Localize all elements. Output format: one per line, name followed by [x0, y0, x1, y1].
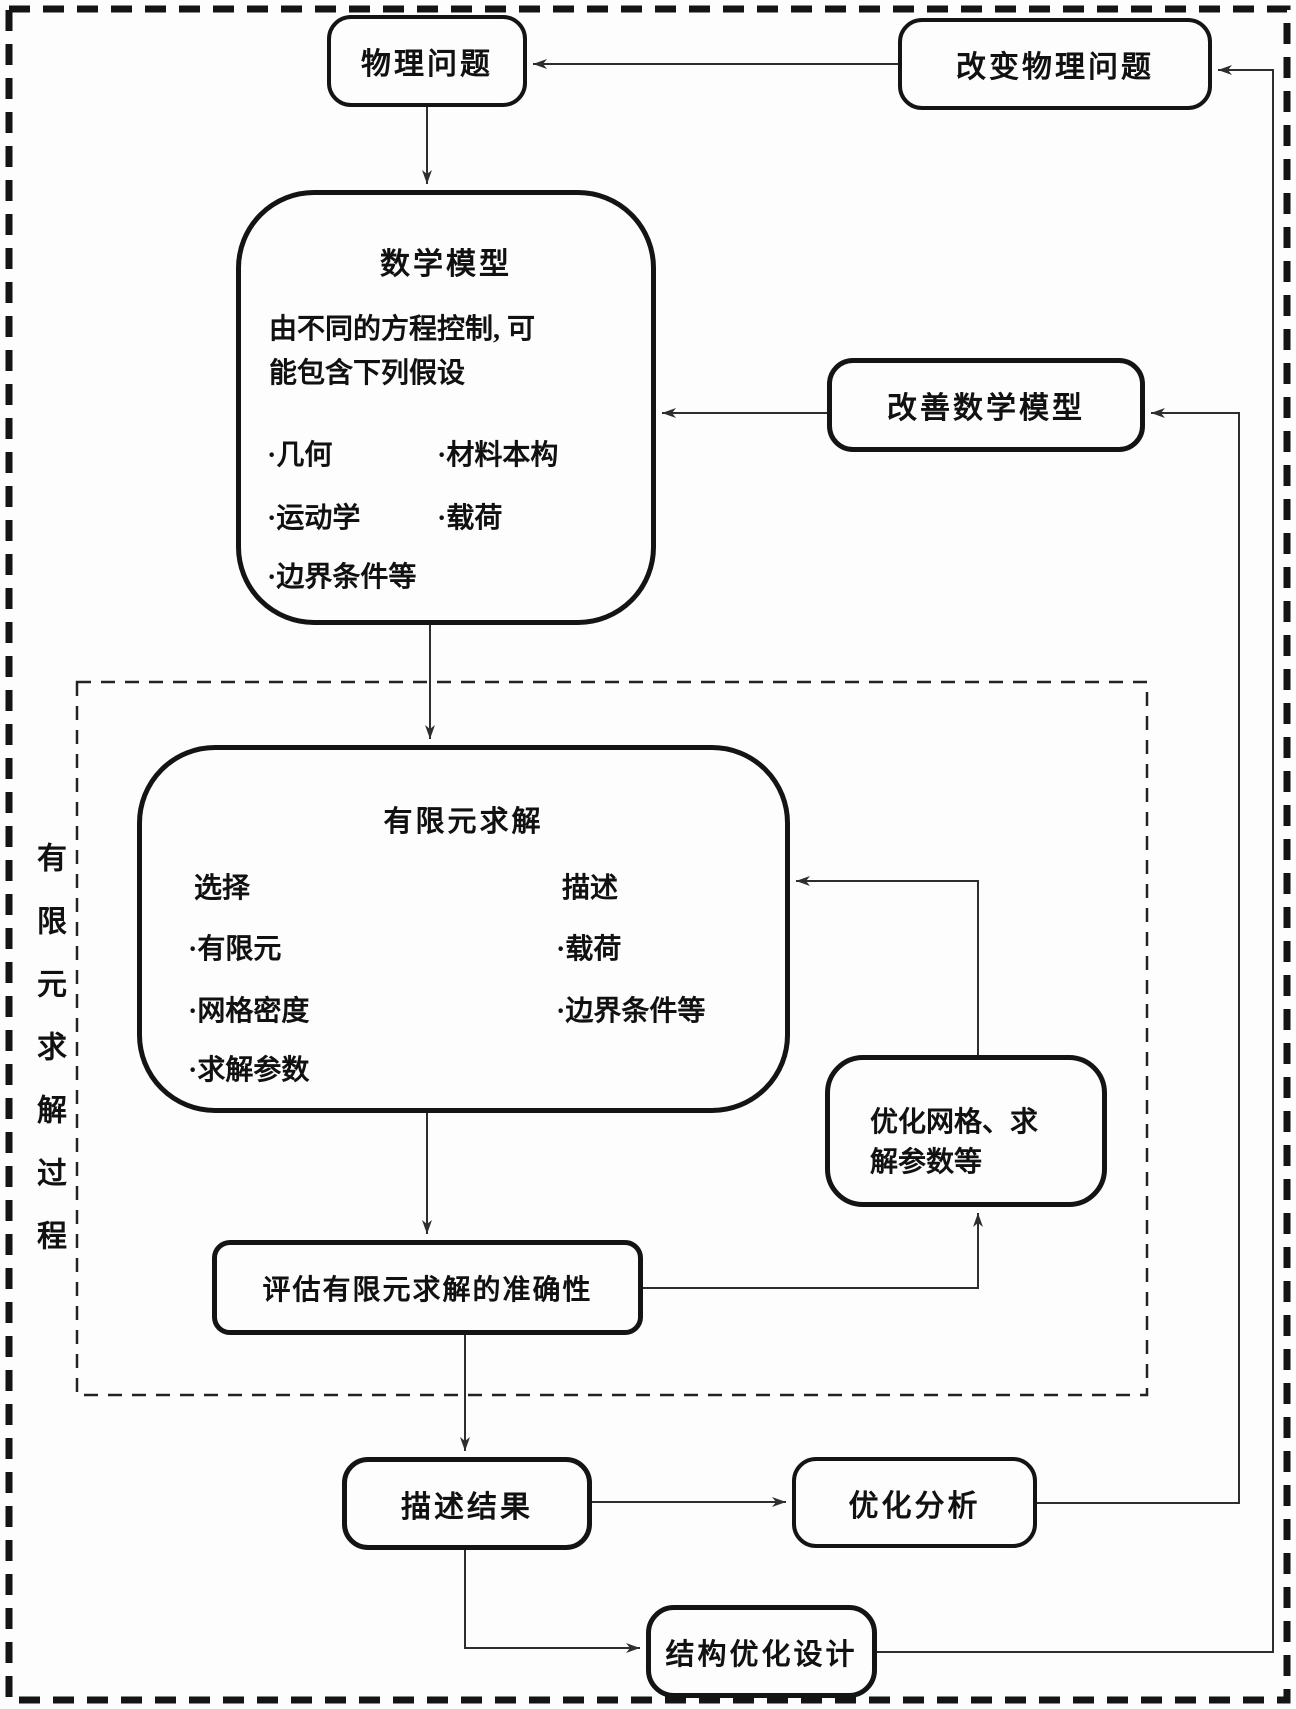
node-improve-math-model: 改善数学模型 [827, 358, 1145, 452]
edge-results-to-structopt [464, 1550, 640, 1653]
edge-structopt-to-changephysical [877, 65, 1274, 1653]
fe-bullet-mesh-density: ·网格密度 [188, 996, 310, 1027]
math-model-title: 数学模型 [380, 248, 512, 281]
optimize-mesh-label-line2: 解参数等 [870, 1147, 983, 1178]
fe-select-header: 选择 [194, 873, 251, 904]
math-model-bullet-load: ·载荷 [437, 503, 503, 534]
fe-describe-header: 描述 [562, 873, 619, 904]
outer-dashed-border [5, 5, 1291, 1704]
optimization-analysis-label: 优化分析 [848, 1489, 981, 1523]
node-optimization-analysis: 优化分析 [792, 1457, 1037, 1548]
physical-problem-label: 物理问题 [361, 48, 493, 81]
node-structural-optimization: 结构优化设计 [646, 1605, 877, 1698]
improve-math-model-label: 改善数学模型 [887, 392, 1085, 425]
node-evaluate-accuracy: 评估有限元求解的准确性 [212, 1240, 643, 1335]
fe-bullet-loads: ·载荷 [556, 934, 622, 965]
math-model-bullet-kinematics: ·运动学 [267, 503, 361, 534]
edge-optanalysis-to-improvemodel [1037, 408, 1240, 1504]
math-model-desc-line1: 由不同的方程控制, 可 [269, 314, 536, 345]
fe-bullet-finite-elements: ·有限元 [188, 934, 282, 965]
fe-bullet-solution-params: ·求解参数 [188, 1055, 310, 1086]
math-model-desc-line2: 能包含下列假设 [269, 358, 466, 389]
change-physical-problem-label: 改变物理问题 [956, 51, 1154, 84]
evaluate-accuracy-label: 评估有限元求解的准确性 [262, 1274, 593, 1306]
fe-process-region-label: 有限元求解过程 [32, 842, 65, 1283]
optimize-mesh-label-line1: 优化网格、求 [870, 1107, 1039, 1138]
describe-results-label: 描述结果 [401, 1490, 533, 1524]
node-change-physical-problem: 改变物理问题 [898, 18, 1212, 110]
node-optimize-mesh: 优化网格、求 解参数等 [825, 1055, 1107, 1207]
fe-process-dashed-region [75, 680, 1149, 1397]
structural-optimization-label: 结构优化设计 [665, 1638, 858, 1671]
fe-bullet-boundary-conditions: ·边界条件等 [556, 996, 706, 1027]
node-fe-solution: 有限元求解 选择 描述 ·有限元 ·载荷 ·网格密度 ·边界条件等 ·求解参数 [137, 745, 790, 1113]
math-model-bullet-geometry: ·几何 [267, 440, 333, 471]
edge-optimizemesh-to-fe [796, 876, 979, 1055]
node-math-model: 数学模型 由不同的方程控制, 可 能包含下列假设 ·几何 ·材料本构 ·运动学 … [236, 190, 656, 625]
fe-solution-title: 有限元求解 [383, 806, 544, 838]
node-physical-problem: 物理问题 [327, 15, 527, 107]
edge-evaluate-to-optimizemesh [643, 1213, 983, 1289]
node-describe-results: 描述结果 [342, 1457, 592, 1550]
math-model-bullet-boundary: ·边界条件等 [267, 562, 417, 593]
math-model-bullet-material: ·材料本构 [437, 440, 559, 471]
